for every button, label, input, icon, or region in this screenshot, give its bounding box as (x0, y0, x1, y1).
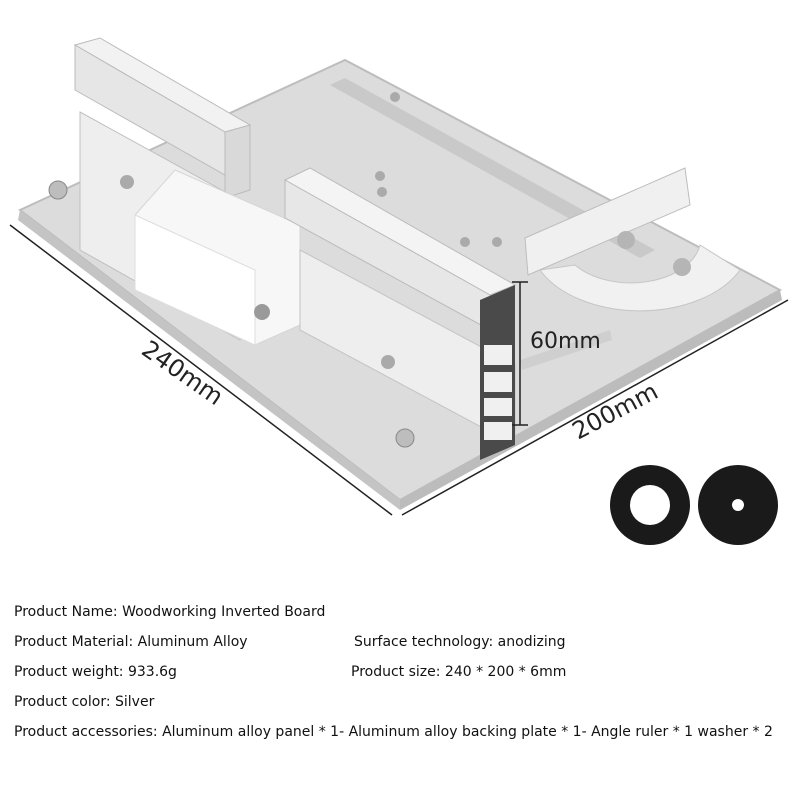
spec-row-weight: Product weight: 933.6g Product size: 240… (14, 664, 794, 694)
front-fence (283, 167, 517, 460)
product-size: Product size: 240 * 200 * 6mm (351, 664, 567, 680)
product-illustration: 240mm 200mm 60mm (9, 37, 789, 545)
washer-ring-icon (610, 465, 690, 545)
product-accessories: Product accessories: Aluminum alloy pane… (14, 724, 773, 740)
spec-row-accessories: Product accessories: Aluminum alloy pane… (14, 724, 794, 754)
surface-technology: Surface technology: anodizing (354, 634, 566, 650)
product-material: Product Material: Aluminum Alloy (14, 634, 248, 650)
dimension-lines (9, 224, 789, 516)
spec-row-color: Product color: Silver (14, 694, 794, 724)
product-specs: Product Name: Woodworking Inverted Board… (14, 604, 794, 754)
wing-screw-icon (48, 92, 502, 448)
product-color: Product color: Silver (14, 694, 155, 710)
angle-ruler (524, 167, 741, 312)
product-name: Product Name: Woodworking Inverted Board (14, 604, 326, 620)
washer-disc-icon (698, 465, 778, 545)
height-dimension: 60mm (530, 329, 601, 354)
guard-block (134, 169, 301, 346)
spec-row-material: Product Material: Aluminum Alloy Surface… (14, 634, 794, 664)
spec-row-name: Product Name: Woodworking Inverted Board (14, 604, 794, 634)
product-weight: Product weight: 933.6g (14, 664, 177, 680)
